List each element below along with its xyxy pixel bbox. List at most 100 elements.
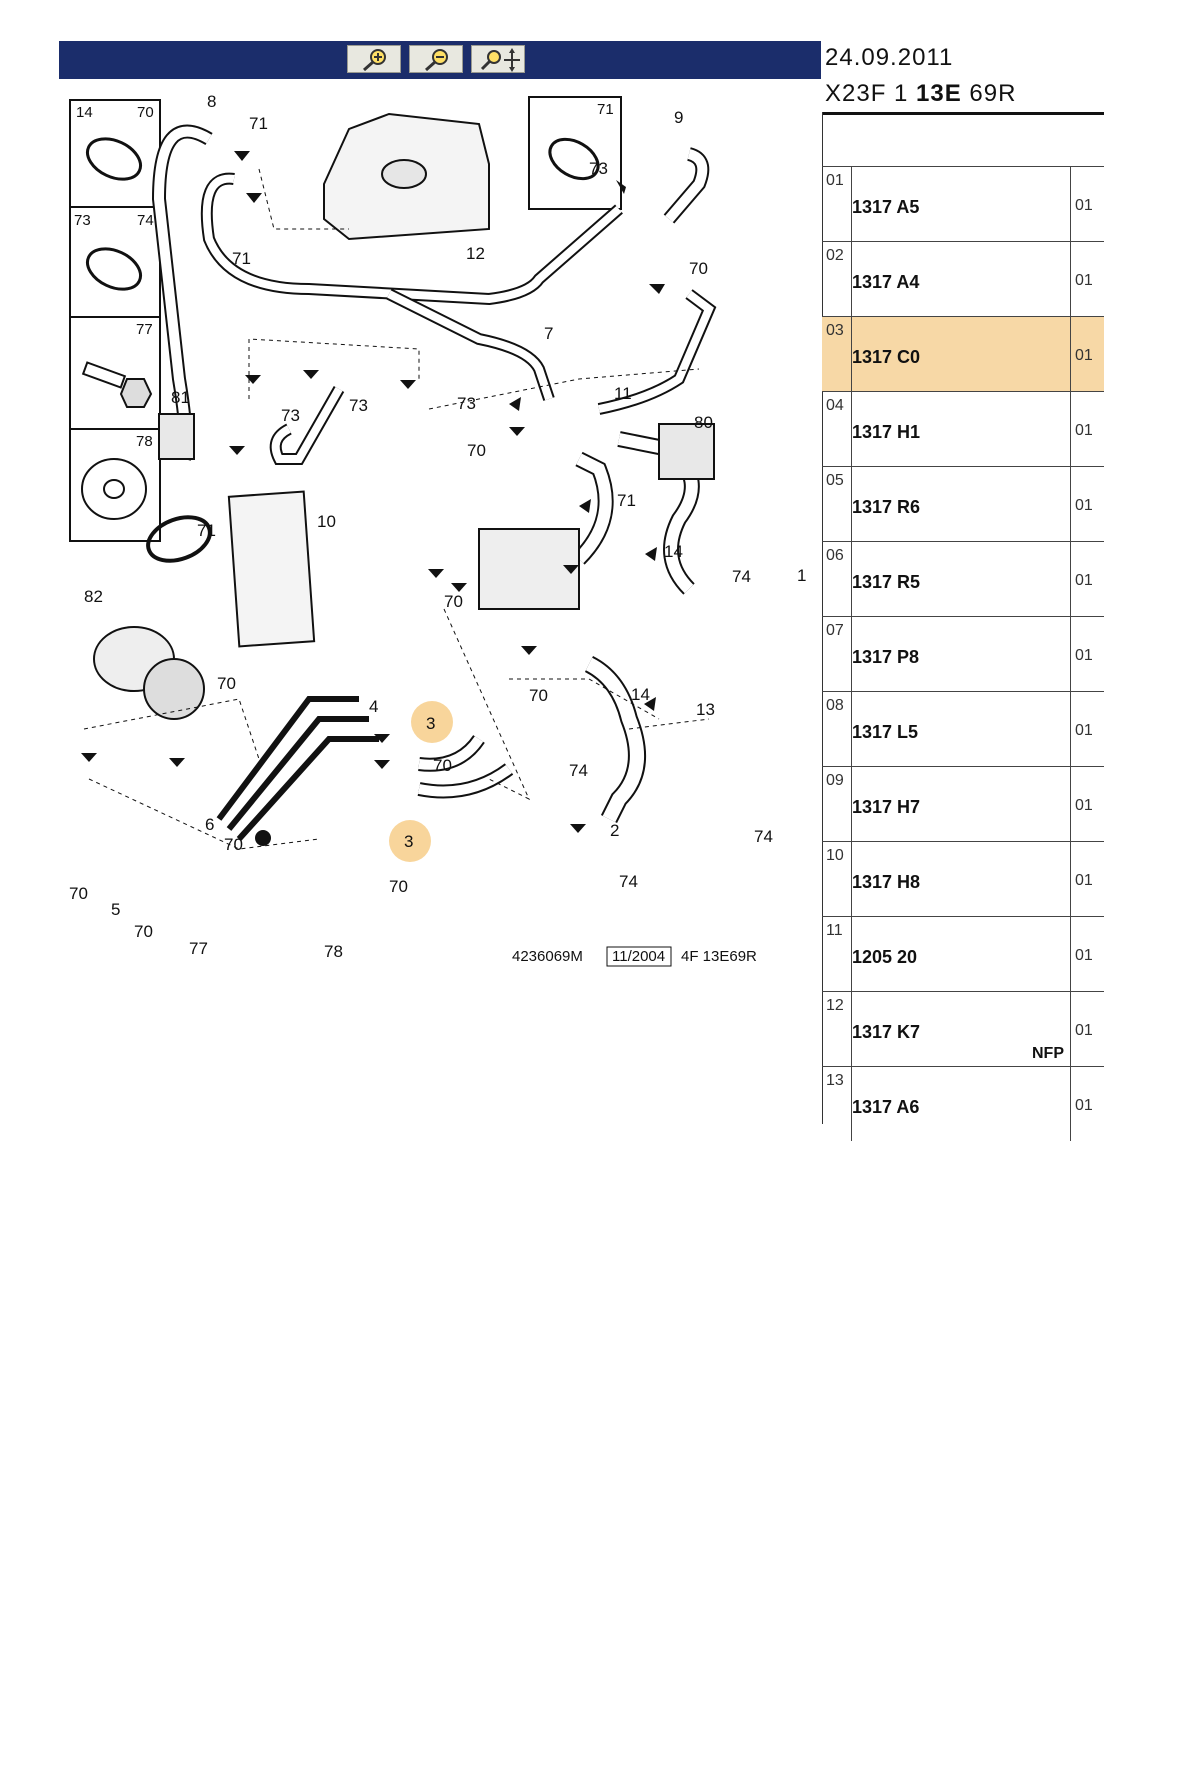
part-reference[interactable]: 1317 R5 xyxy=(852,572,921,592)
callout-label[interactable]: 74 xyxy=(569,761,588,780)
callout-label[interactable]: 1 xyxy=(797,566,806,585)
callout-label[interactable]: 77 xyxy=(189,939,208,958)
callout-label[interactable]: 3 xyxy=(426,714,435,733)
callout-label[interactable]: 70 xyxy=(529,686,548,705)
column-divider xyxy=(1070,317,1071,391)
part-reference[interactable]: 1317 K7 xyxy=(852,1022,921,1042)
callout-label[interactable]: 4 xyxy=(369,697,378,716)
part-quantity: 01 xyxy=(1075,872,1093,889)
callout-label[interactable]: 7 xyxy=(544,324,553,343)
part-quantity: 01 xyxy=(1075,272,1093,289)
callout-label[interactable]: 70 xyxy=(389,877,408,896)
callout-label[interactable]: 73 xyxy=(457,394,476,413)
callout-label[interactable]: 74 xyxy=(619,872,638,891)
row-index: 07 xyxy=(826,622,844,639)
code-bold: 13E xyxy=(916,80,962,107)
callout-label[interactable]: 81 xyxy=(171,388,190,407)
part-reference[interactable]: 1317 A4 xyxy=(852,272,920,292)
callout-label[interactable]: 10 xyxy=(317,512,336,531)
inset-label: 14 xyxy=(76,104,93,121)
callout-label[interactable]: 13 xyxy=(696,700,715,719)
part-quantity: 01 xyxy=(1075,197,1093,214)
callout-label[interactable]: 71 xyxy=(197,521,216,540)
part-reference[interactable]: 1317 A5 xyxy=(852,197,920,217)
callout-label[interactable]: 70 xyxy=(689,259,708,278)
callout-label[interactable]: 71 xyxy=(617,491,636,510)
column-divider xyxy=(851,317,852,391)
column-divider xyxy=(851,842,852,916)
column-divider xyxy=(851,392,852,466)
callout-label[interactable]: 71 xyxy=(232,249,251,268)
row-index: 12 xyxy=(826,997,844,1014)
callout-label[interactable]: 74 xyxy=(754,827,773,846)
part-reference[interactable]: 1317 H1 xyxy=(852,422,921,442)
row-index: 11 xyxy=(826,922,843,939)
part-quantity: 01 xyxy=(1075,422,1093,439)
zoom-out-button[interactable] xyxy=(409,45,463,73)
inset-label: 78 xyxy=(136,433,153,450)
part-reference[interactable]: 1317 C0 xyxy=(852,347,921,367)
callout-label[interactable]: 74 xyxy=(732,567,751,586)
parts-row[interactable]: 01 1317 A5 01 xyxy=(822,166,1104,241)
row-index: 01 xyxy=(826,172,844,189)
column-divider xyxy=(851,242,852,316)
callout-label[interactable]: 82 xyxy=(84,587,103,606)
callout-label[interactable]: 70 xyxy=(217,674,236,693)
part-reference[interactable]: 1205 20 xyxy=(852,947,918,967)
part-reference[interactable]: 1317 P8 xyxy=(852,647,920,667)
callout-label[interactable]: 14 xyxy=(631,685,650,704)
callout-label[interactable]: 73 xyxy=(589,159,608,178)
callout-label[interactable]: 12 xyxy=(466,244,485,263)
part-reference[interactable]: 1317 A6 xyxy=(852,1097,920,1117)
callout-label[interactable]: 70 xyxy=(69,884,88,903)
callout-label[interactable]: 73 xyxy=(281,406,300,425)
callout-label[interactable]: 73 xyxy=(349,396,368,415)
part-note: NFP xyxy=(1032,1045,1064,1062)
column-divider xyxy=(851,467,852,541)
callout-label[interactable]: 71 xyxy=(249,114,268,133)
column-divider xyxy=(851,692,852,766)
pan-button[interactable] xyxy=(471,45,525,73)
column-divider xyxy=(851,167,852,241)
callout-label[interactable]: 70 xyxy=(224,835,243,854)
callout-label[interactable]: 11 xyxy=(614,384,632,403)
part-reference[interactable]: 1317 H7 xyxy=(852,797,921,817)
callout-label[interactable]: 70 xyxy=(467,441,486,460)
callout-label[interactable]: 70 xyxy=(134,922,153,941)
column-divider xyxy=(1070,242,1071,316)
callout-label[interactable]: 6 xyxy=(205,815,214,834)
callout-label[interactable]: 2 xyxy=(610,821,619,840)
part-reference[interactable]: 1317 R6 xyxy=(852,497,921,517)
part-reference[interactable]: 1317 H8 xyxy=(852,872,921,892)
callout-label[interactable]: 5 xyxy=(111,900,120,919)
zoom-in-button[interactable] xyxy=(347,45,401,73)
column-divider xyxy=(851,617,852,691)
callout-label[interactable]: 70 xyxy=(433,756,452,775)
callout-label[interactable]: 80 xyxy=(694,413,713,432)
callout-label[interactable]: 3 xyxy=(404,832,413,851)
diagram-ref: 4236069M xyxy=(512,948,583,965)
callout-label[interactable]: 78 xyxy=(324,942,343,961)
callout-label[interactable]: 9 xyxy=(674,108,683,127)
part-quantity: 01 xyxy=(1075,797,1093,814)
part-reference[interactable]: 1317 L5 xyxy=(852,722,919,742)
column-divider xyxy=(1070,467,1071,541)
pan-move-icon xyxy=(480,48,520,72)
row-index: 13 xyxy=(826,1072,844,1089)
callout-label[interactable]: 70 xyxy=(444,592,463,611)
callout-label[interactable]: 8 xyxy=(207,92,216,111)
callout-label[interactable]: 14 xyxy=(664,542,683,561)
